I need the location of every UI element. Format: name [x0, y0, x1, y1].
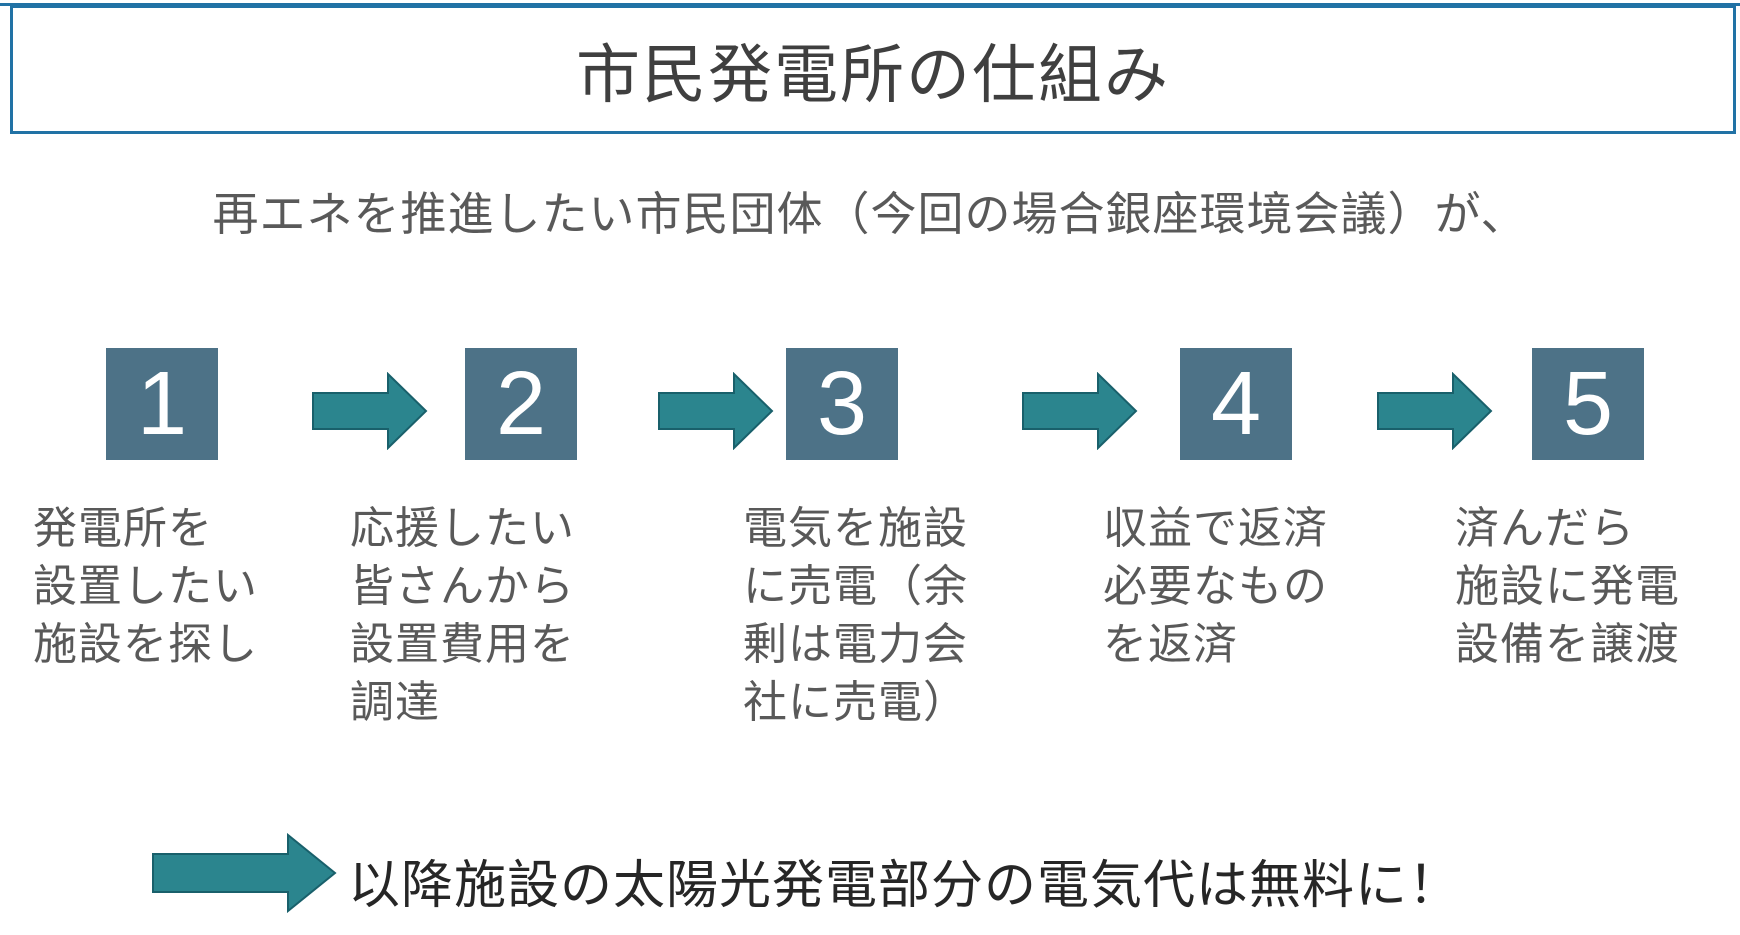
top-border-line — [0, 3, 1740, 6]
conclusion-text: 以降施設の太陽光発電部分の電気代は無料に！ — [348, 857, 1462, 915]
step-1-description: 発電所を 設置したい 施設を探し — [33, 504, 258, 669]
conclusion-arrow-right-icon — [152, 833, 337, 913]
step-2-number-badge: 2 — [465, 348, 577, 460]
step-3-number-badge: 3 — [786, 348, 898, 460]
arrow-right-icon — [658, 372, 774, 450]
step-4-number: 4 — [1210, 354, 1262, 454]
arrow-right-icon — [1022, 372, 1138, 450]
step-1-number: 1 — [136, 354, 188, 454]
title-box: 市民発電所の仕組み — [10, 5, 1736, 134]
step-4-number-badge: 4 — [1180, 348, 1292, 460]
slide-title: 市民発電所の仕組み — [576, 38, 1170, 111]
step-5-description: 済んだら 施設に発電 設備を譲渡 — [1455, 504, 1680, 669]
step-4-description: 収益で返済 必要なもの を返済 — [1103, 504, 1328, 669]
arrow-right-icon — [312, 372, 428, 450]
step-3-number: 3 — [816, 354, 868, 454]
arrow-right-icon — [1377, 372, 1493, 450]
step-3-description: 電気を施設 に売電（余 剰は電力会 社に売電） — [743, 504, 968, 727]
step-5-number-badge: 5 — [1532, 348, 1644, 460]
step-5-number: 5 — [1562, 354, 1614, 454]
step-2-number: 2 — [495, 354, 547, 454]
step-2-description: 応援したい 皆さんから 設置費用を 調達 — [350, 504, 575, 727]
slide-subtitle: 再エネを推進したい市民団体（今回の場合銀座環境会議）が、 — [212, 188, 1528, 240]
step-1-number-badge: 1 — [106, 348, 218, 460]
